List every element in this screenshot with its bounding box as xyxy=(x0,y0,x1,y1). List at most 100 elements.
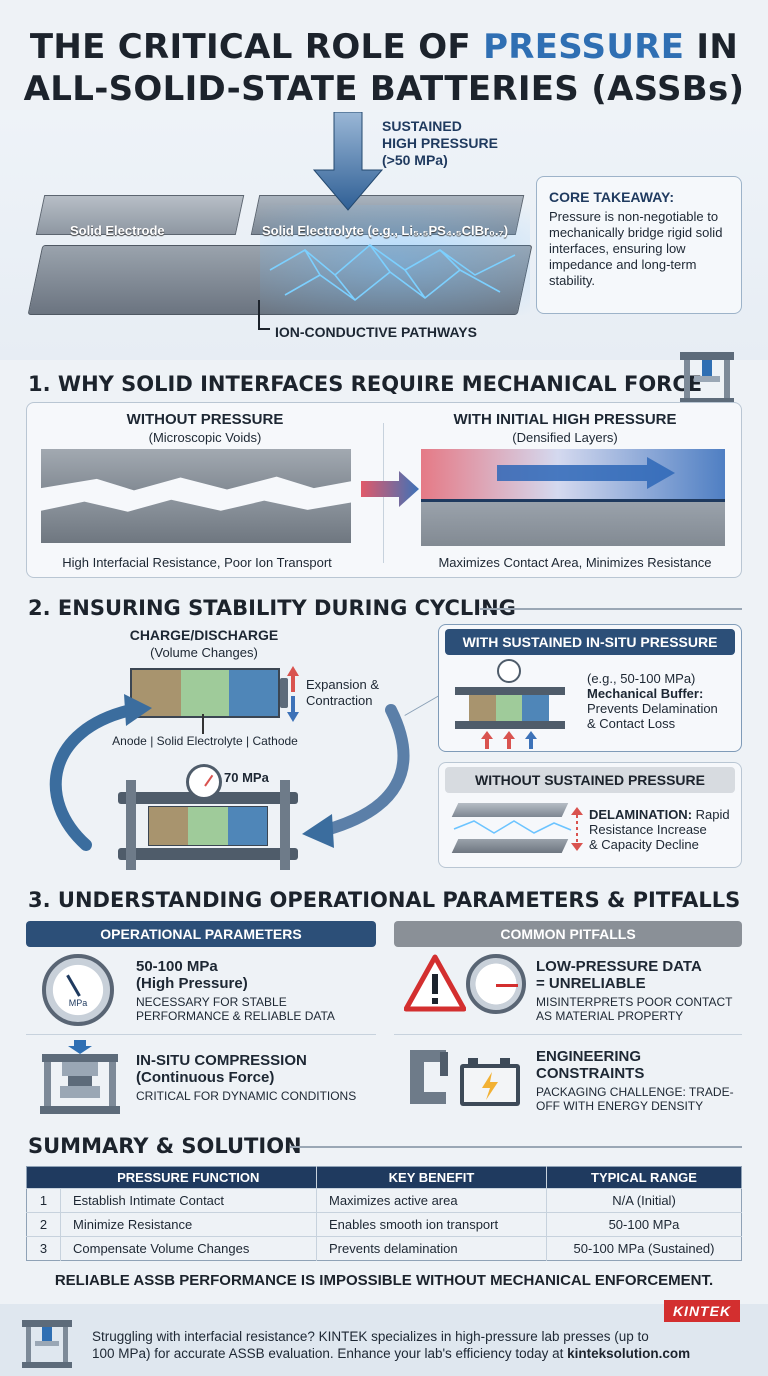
param2-title: (Continuous Force) xyxy=(136,1069,275,1086)
expansion-label: Expansion & Contraction xyxy=(306,677,379,709)
mini-gauge-icon xyxy=(497,659,521,683)
section2-rule xyxy=(480,608,742,610)
pitfall2-title: ENGINEERING xyxy=(536,1048,642,1065)
section3-title: 3. UNDERSTANDING OPERATIONAL PARAMETERS … xyxy=(28,888,741,912)
buffer-title: Mechanical Buffer: xyxy=(587,686,704,701)
table-header: PRESSURE FUNCTION xyxy=(60,1166,317,1189)
params-header: OPERATIONAL PARAMETERS xyxy=(26,921,376,947)
up-arrows-icon xyxy=(481,731,537,749)
clamp-battery-icon xyxy=(410,1050,520,1106)
website-link[interactable]: kinteksolution.com xyxy=(567,1346,691,1361)
table-header: KEY BENEFIT xyxy=(316,1166,547,1189)
takeaway-title: CORE TAKEAWAY: xyxy=(549,189,674,205)
lab-press-icon xyxy=(680,352,734,404)
summary-title: SUMMARY & SOLUTION xyxy=(28,1134,302,1158)
with-sustained-header: WITH SUSTAINED IN-SITU PRESSURE xyxy=(445,629,735,655)
delamination-text: DELAMINATION: Rapid Resistance Increase … xyxy=(589,807,730,852)
electrode-label: Solid Electrode xyxy=(70,223,165,238)
with-sustained-text: (e.g., 50-100 MPa) Mechanical Buffer: Pr… xyxy=(587,671,718,731)
param1-desc: NECESSARY FOR STABLE xyxy=(136,995,287,1009)
void-layer-top xyxy=(41,449,351,491)
param2-text: IN-SITU COMPRESSION (Continuous Force) C… xyxy=(136,1052,356,1103)
expansion-arrow-icon xyxy=(287,666,299,722)
pitfall2-title: CONSTRAINTS xyxy=(536,1065,645,1082)
cycle-sub: (Volume Changes) xyxy=(150,645,258,660)
compression-press-icon xyxy=(40,1040,120,1114)
buffer-text: Prevents Delamination xyxy=(587,701,718,716)
pitfall1-desc: AS MATERIAL PROPERTY xyxy=(536,1009,684,1023)
summary-table: PRESSURE FUNCTION KEY BENEFIT TYPICAL RA… xyxy=(26,1166,742,1261)
summary-rule xyxy=(290,1146,742,1148)
param2-desc: CRITICAL FOR DYNAMIC CONDITIONS xyxy=(136,1089,357,1103)
buffer-text: & Contact Loss xyxy=(587,716,676,731)
battery-cell xyxy=(130,668,280,718)
void-layer-bottom xyxy=(41,499,351,543)
hero-illustration: Solid Electrode Solid Electrolyte (e.g.,… xyxy=(27,175,533,325)
delam-crack-icon xyxy=(453,820,572,834)
delam-text: Rapid xyxy=(695,807,730,822)
pressure-rig xyxy=(118,764,298,870)
pitfall2-desc: OFF WITH ENERGY DENSITY xyxy=(536,1099,704,1113)
contraction-text: Contraction xyxy=(306,693,373,708)
delam-layer-bottom xyxy=(451,839,569,853)
with-pressure-sub: (Densified Layers) xyxy=(512,430,618,445)
without-sustained-header: WITHOUT SUSTAINED PRESSURE xyxy=(445,767,735,793)
gauge-unit: MPa xyxy=(68,998,88,1008)
pitfall1-text: LOW-PRESSURE DATA = UNRELIABLE MISINTERP… xyxy=(536,958,732,1023)
rig-gauge-icon xyxy=(186,764,222,800)
param1-title: (High Pressure) xyxy=(136,975,248,992)
delam-text: & Capacity Decline xyxy=(589,837,699,852)
row-benefit: Enables smooth ion transport xyxy=(316,1212,547,1237)
row-range: 50-100 MPa (Sustained) xyxy=(546,1236,742,1261)
cell-terminal xyxy=(280,678,288,708)
footer-text: Struggling with interfacial resistance? … xyxy=(92,1328,690,1362)
footer xyxy=(0,1304,768,1376)
title-highlight: PRESSURE xyxy=(483,27,685,67)
conclusion-text: RELIABLE ASSB PERFORMANCE IS IMPOSSIBLE … xyxy=(54,1272,714,1289)
section1-title: 1. WHY SOLID INTERFACES REQUIRE MECHANIC… xyxy=(28,372,703,396)
row-number: 1 xyxy=(26,1188,61,1213)
interface-line xyxy=(421,499,725,502)
pressure-arrow-icon xyxy=(312,112,384,211)
without-pressure-title: WITHOUT PRESSURE xyxy=(126,411,284,428)
pressure-label: SUSTAINED HIGH PRESSURE (>50 MPa) xyxy=(382,118,498,169)
cycle-arrows-icon xyxy=(49,694,410,851)
pathways-label: ION-CONDUCTIVE PATHWAYS xyxy=(275,324,477,340)
expansion-text: Expansion & xyxy=(306,677,379,692)
pressure-line: (>50 MPa) xyxy=(382,152,448,168)
pathways-pointer xyxy=(258,300,270,330)
rig-bottom-plate xyxy=(118,848,298,860)
takeaway-text: Pressure is non-negotiable to mechanical… xyxy=(549,209,723,288)
core-takeaway-callout: CORE TAKEAWAY: Pressure is non-negotiabl… xyxy=(536,176,742,314)
title-part: IN xyxy=(696,27,739,67)
section1-panel: WITHOUT PRESSURE (Microscopic Voids) Hig… xyxy=(26,402,742,578)
gauge-value: 70 MPa xyxy=(224,770,269,785)
transition-arrow-icon xyxy=(361,471,419,507)
ion-network-icon xyxy=(269,243,516,302)
with-range: (e.g., 50-100 MPa) xyxy=(587,671,696,686)
row-function: Minimize Resistance xyxy=(60,1212,317,1237)
row-benefit: Maximizes active area xyxy=(316,1188,547,1213)
without-sustained-panel: WITHOUT SUSTAINED PRESSURE DELAMINATION:… xyxy=(438,762,742,868)
footer-line: 100 MPa) for accurate ASSB evaluation. E… xyxy=(92,1346,564,1361)
pitfall1-desc: MISINTERPRETS POOR CONTACT xyxy=(536,995,733,1009)
brand-logo: KINTEK xyxy=(664,1300,740,1322)
low-gauge-icon xyxy=(466,954,526,1014)
divider xyxy=(394,1034,742,1035)
without-pressure-caption: High Interfacial Resistance, Poor Ion Tr… xyxy=(62,555,332,570)
param2-title: IN-SITU COMPRESSION xyxy=(136,1052,307,1069)
mini-rig-plate xyxy=(455,721,565,729)
table-header-row: PRESSURE FUNCTION KEY BENEFIT TYPICAL RA… xyxy=(26,1166,742,1189)
electrolyte-label: Solid Electrolyte (e.g., Li₅.₅PS₄.₅ClBr₀… xyxy=(262,223,509,238)
row-number: 2 xyxy=(26,1212,61,1237)
pitfall1-title: = UNRELIABLE xyxy=(536,975,646,992)
separation-arrows-icon xyxy=(571,807,583,851)
row-function: Establish Intimate Contact xyxy=(60,1188,317,1213)
title-line2: ALL-SOLID-STATE BATTERIES (ASSBs) xyxy=(23,69,745,109)
pressure-line: SUSTAINED xyxy=(382,118,462,134)
table-row: 1 Establish Intimate Contact Maximizes a… xyxy=(26,1188,742,1213)
row-benefit: Prevents delamination xyxy=(316,1236,547,1261)
electrolyte-segment xyxy=(180,670,230,716)
pitfall2-desc: PACKAGING CHALLENGE: TRADE- xyxy=(536,1085,734,1099)
footer-line: Struggling with interfacial resistance? … xyxy=(92,1329,649,1344)
